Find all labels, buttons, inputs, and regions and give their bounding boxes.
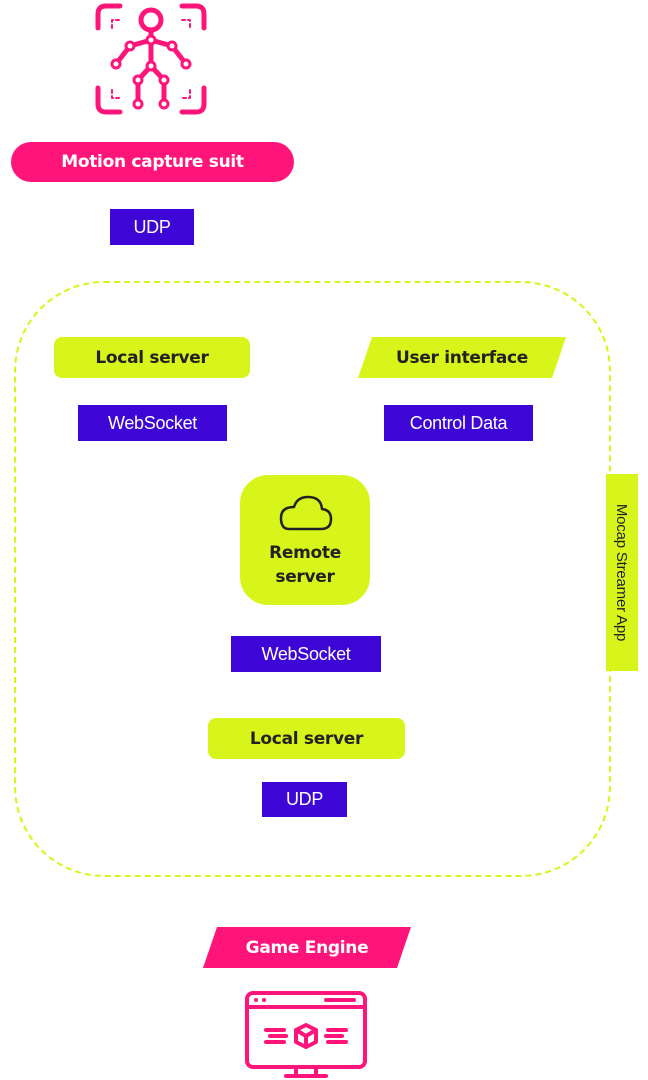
app-container-label: Mocap Streamer App	[606, 474, 638, 671]
websocket-left-tag: WebSocket	[78, 405, 227, 441]
game-engine-node: Game Engine	[203, 927, 411, 968]
motion-capture-suit-node: Motion capture suit	[11, 142, 294, 182]
websocket-left-label: WebSocket	[107, 412, 197, 433]
game-engine-label: Game Engine	[245, 937, 369, 958]
local-server-bottom-label: Local server	[249, 728, 364, 749]
cloud-icon	[275, 491, 335, 535]
remote-server-label: Remote server	[269, 543, 341, 587]
udp-top-tag: UDP	[110, 209, 194, 245]
user-interface-node: User interface	[358, 337, 566, 378]
user-interface-label: User interface	[396, 347, 528, 368]
motion-capture-suit-label: Motion capture suit	[61, 152, 244, 172]
local-server-top-node: Local server	[54, 337, 250, 378]
local-server-bottom-node: Local server	[208, 718, 405, 759]
control-data-tag: Control Data	[384, 405, 533, 441]
local-server-top-label: Local server	[95, 347, 209, 368]
remote-server-node: Remote server	[240, 475, 370, 605]
motion-capture-figure-icon	[90, 0, 212, 120]
udp-bottom-tag: UDP	[262, 782, 347, 817]
app-container-label-text: Mocap Streamer App	[613, 503, 631, 642]
udp-bottom-label: UDP	[285, 789, 324, 809]
websocket-center-tag: WebSocket	[231, 636, 381, 672]
udp-top-label: UDP	[133, 216, 171, 237]
websocket-center-label: WebSocket	[261, 643, 351, 664]
game-engine-monitor-icon	[244, 990, 368, 1080]
control-data-label: Control Data	[409, 412, 508, 433]
